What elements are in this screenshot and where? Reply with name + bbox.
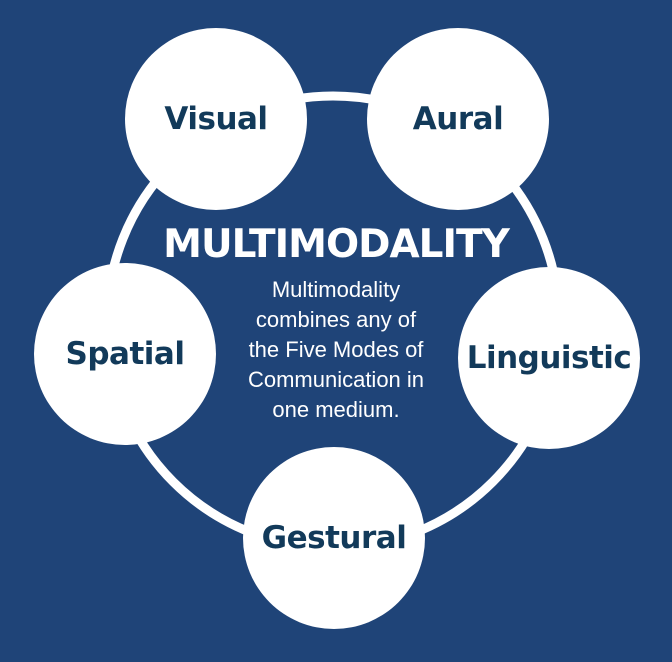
mode-node-spatial: Spatial bbox=[34, 263, 216, 445]
mode-label-spatial: Spatial bbox=[65, 336, 185, 372]
diagram-description: Multimodality combines any of the Five M… bbox=[216, 275, 456, 425]
mode-node-linguistic: Linguistic bbox=[458, 267, 640, 449]
diagram-title: MULTIMODALITY bbox=[163, 222, 510, 267]
description-line: Communication in bbox=[247, 367, 425, 392]
mode-label-aural: Aural bbox=[412, 101, 504, 137]
description-line: Multimodality bbox=[271, 277, 401, 302]
description-line: one medium. bbox=[272, 397, 400, 422]
mode-node-visual: Visual bbox=[125, 28, 307, 210]
mode-label-linguistic: Linguistic bbox=[466, 340, 632, 376]
description-line: combines any of bbox=[255, 307, 417, 332]
mode-label-gestural: Gestural bbox=[261, 520, 407, 556]
mode-label-visual: Visual bbox=[164, 101, 268, 137]
mode-node-gestural: Gestural bbox=[243, 447, 425, 629]
description-line: the Five Modes of bbox=[248, 337, 424, 362]
mode-node-aural: Aural bbox=[367, 28, 549, 210]
